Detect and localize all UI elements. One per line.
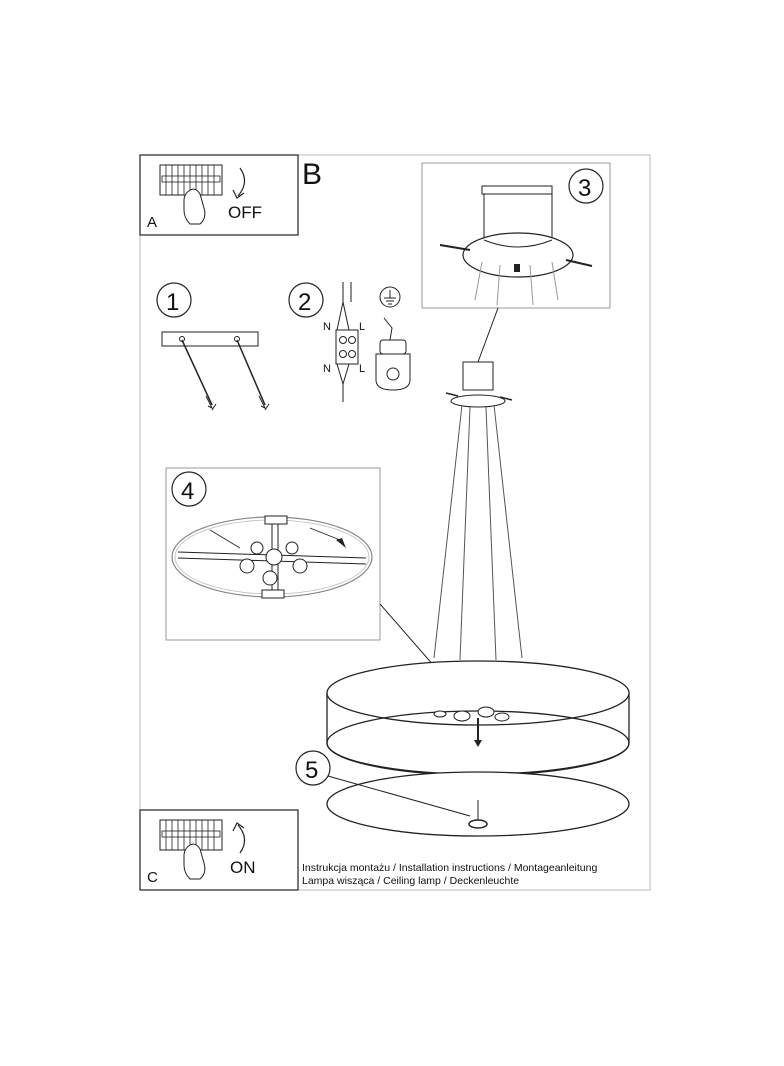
switch-off-label: OFF xyxy=(228,203,262,222)
light-sockets xyxy=(433,706,510,722)
panel-b-letter: B xyxy=(302,158,322,191)
suspension-cables xyxy=(433,404,523,661)
panel-a: OFF A xyxy=(139,154,299,236)
terminal-n-bottom: N xyxy=(323,363,331,375)
arrow-up-icon xyxy=(232,822,246,854)
step-4-number: 4 xyxy=(181,478,194,505)
panel-c-letter: C xyxy=(147,869,158,886)
step-1-panel: 1 xyxy=(156,282,270,411)
lamp-shade xyxy=(326,660,630,776)
panel-c: ON C xyxy=(139,809,299,891)
arrow-down-icon xyxy=(232,167,246,199)
footer-lamp-type: Lampa wisząca / Ceiling lamp / Deckenleu… xyxy=(302,875,520,887)
step-5-number: 5 xyxy=(305,757,318,784)
ground-icon xyxy=(379,286,401,308)
switch-on-label: ON xyxy=(230,858,256,877)
breaker-icon-on xyxy=(159,819,223,880)
step-1-number: 1 xyxy=(166,289,179,316)
step-3-panel: 3 xyxy=(421,162,611,309)
terminal-l-top: L xyxy=(359,321,365,333)
breaker-icon-off xyxy=(159,164,223,225)
step-4-panel: 4 xyxy=(165,467,381,641)
step-2-number: 2 xyxy=(298,289,311,316)
footer-instructions: Instrukcja montażu / Installation instru… xyxy=(302,862,598,874)
step-2-panel: 2 N L N L xyxy=(288,282,411,402)
terminal-l-bottom: L xyxy=(359,363,365,375)
lamp-canopy xyxy=(445,361,513,408)
panel-a-letter: A xyxy=(147,214,157,231)
diagram-frame xyxy=(139,154,651,891)
step-3-number: 3 xyxy=(578,175,591,202)
step-5-panel: 5 xyxy=(295,750,630,837)
terminal-n-top: N xyxy=(323,321,331,333)
